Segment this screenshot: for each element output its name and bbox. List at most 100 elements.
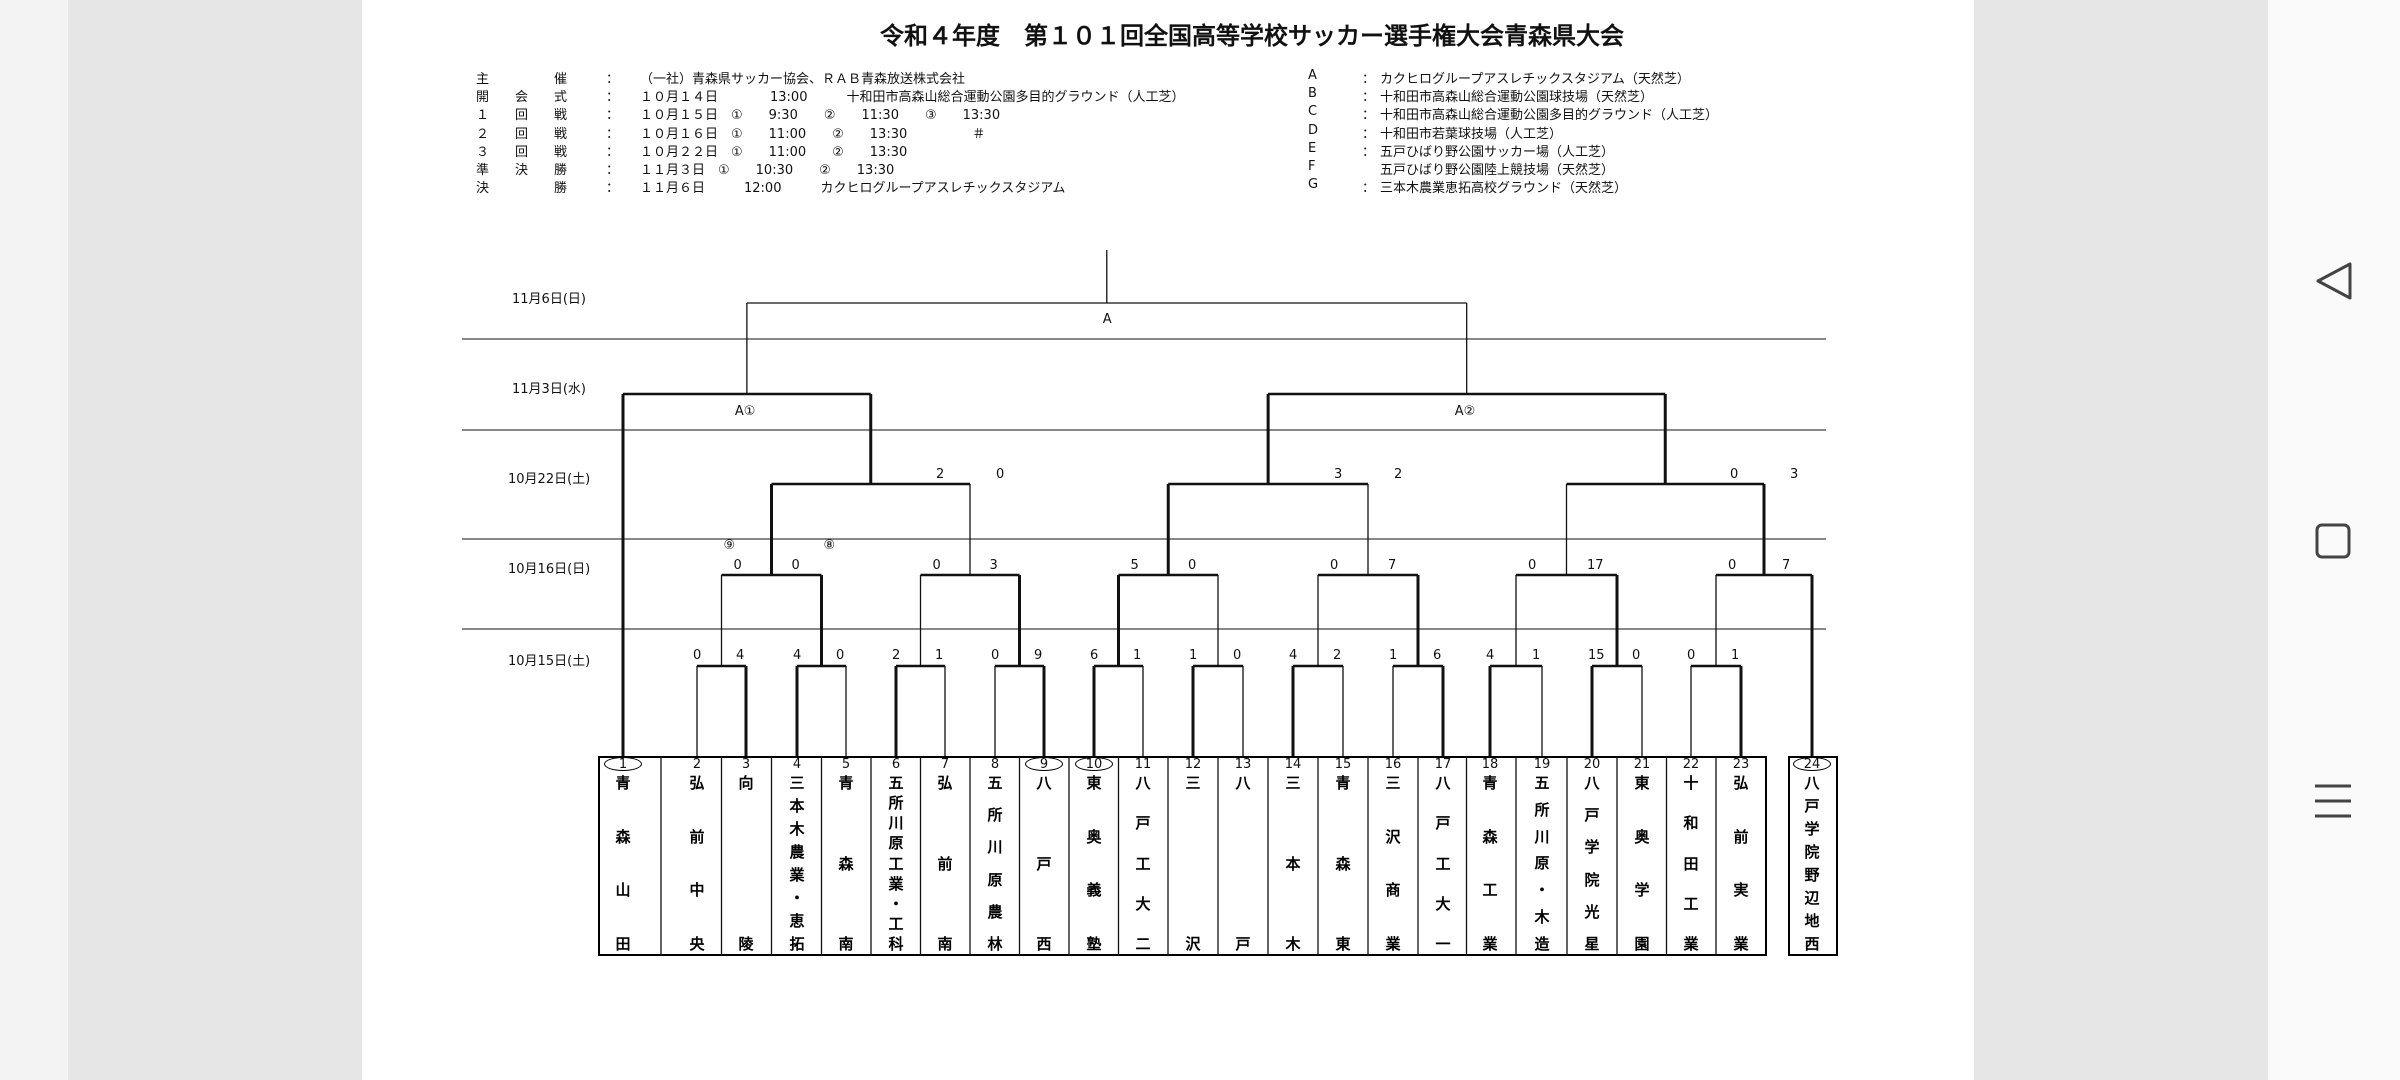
- match-label: A②: [1454, 404, 1476, 419]
- score-round1: 1: [1133, 648, 1142, 663]
- team-name[interactable]: 八戸工大一: [1418, 776, 1468, 952]
- team-name-char: 造: [1534, 934, 1550, 953]
- team-name-char: 青: [615, 774, 631, 792]
- score-round3: 0: [996, 467, 1005, 482]
- score-round2: 7: [1782, 558, 1791, 573]
- home-icon: [2315, 523, 2351, 559]
- team-number: 7: [940, 757, 950, 772]
- team-name-char: 辺: [1804, 889, 1820, 907]
- team-name-char: 奥: [1086, 827, 1102, 846]
- team-name-char: 三: [789, 774, 805, 792]
- team-name[interactable]: 弘前実業: [1716, 776, 1766, 952]
- venue-colon: ：: [1362, 90, 1376, 106]
- team-name-char: 原: [987, 870, 1003, 889]
- team-number: 22: [1682, 757, 1700, 772]
- score-round2: 7: [1388, 558, 1397, 573]
- seed-marker: [1793, 757, 1831, 771]
- schedule-value: １０月１４日 13:00 十和田市高森山総合運動公園多目的グラウンド（人工芝）: [640, 90, 1185, 106]
- team-name-char: 科: [888, 935, 904, 953]
- team-name[interactable]: 八戸西: [1019, 776, 1069, 952]
- venue-colon: ：: [1362, 108, 1376, 124]
- team-name[interactable]: 青森工業: [1465, 776, 1515, 952]
- team-name[interactable]: 弘前南: [920, 776, 970, 952]
- team-name-char: 星: [1584, 934, 1600, 953]
- team-name-char: 工: [1683, 894, 1699, 913]
- team-name[interactable]: 青森東: [1318, 776, 1368, 952]
- team-name-char: 塾: [1086, 934, 1102, 953]
- team-name[interactable]: 向陵: [721, 776, 771, 952]
- team-name-char: ・: [1534, 881, 1550, 900]
- team-name-char: 東: [1634, 774, 1650, 792]
- team-name[interactable]: 五所川原工業・工科: [871, 776, 921, 952]
- team-name-char: 農: [987, 902, 1003, 921]
- team-name-char: 本: [1285, 854, 1301, 873]
- score-round1: 0: [991, 648, 1000, 663]
- menu-button[interactable]: [2288, 756, 2378, 846]
- team-name-char: 弘: [1733, 774, 1749, 792]
- schedule-colon: ：: [606, 144, 620, 160]
- team-name[interactable]: 八戸: [1218, 776, 1268, 952]
- team-name[interactable]: 八戸学院野辺地西: [1787, 776, 1837, 952]
- team-name[interactable]: 八戸工大二: [1118, 776, 1168, 952]
- team-name[interactable]: 東奥学園: [1617, 776, 1667, 952]
- team-number: 13: [1234, 757, 1252, 772]
- schedule-value: （一社）青森県サッカー協会、ＲＡＢ青森放送株式会社: [640, 72, 966, 87]
- team-name[interactable]: 東奥義塾: [1069, 776, 1119, 952]
- team-name-char: 戸: [1435, 814, 1451, 833]
- team-name-char: 森: [615, 827, 631, 846]
- team-number: 4: [792, 757, 802, 772]
- score-round1: 4: [736, 648, 745, 663]
- score-round1: 1: [1731, 648, 1740, 663]
- venue-name: 五戸ひばり野公園サッカー場（人工芝）: [1380, 144, 1615, 160]
- score-round1: 1: [935, 648, 944, 663]
- score-round1: 6: [1433, 648, 1442, 663]
- home-button[interactable]: [2288, 496, 2378, 586]
- team-name[interactable]: 青森南: [821, 776, 871, 952]
- venue-colon: ：: [1362, 72, 1376, 87]
- team-name[interactable]: 五所川原農林: [970, 776, 1020, 952]
- team-name[interactable]: 三沢商業: [1368, 776, 1418, 952]
- team-name-char: 恵: [789, 912, 805, 930]
- team-name-char: 戸: [1235, 934, 1251, 953]
- score-round1: 6: [1090, 648, 1099, 663]
- match-label: A①: [734, 404, 756, 419]
- score-round1: 0: [1687, 648, 1696, 663]
- round-date: 10月15日(土): [508, 654, 591, 669]
- team-name-char: 三: [1385, 774, 1401, 792]
- team-number: 18: [1481, 757, 1499, 772]
- score-round2: 0: [1528, 558, 1537, 573]
- score-round1: 2: [1333, 648, 1342, 663]
- venue-code: A: [1308, 68, 1317, 83]
- team-name-char: 所: [888, 794, 904, 813]
- team-name-char: 学: [1584, 838, 1600, 857]
- team-name-char: 園: [1634, 934, 1650, 953]
- team-name[interactable]: 三本木: [1268, 776, 1318, 952]
- venue-colon: ：: [1362, 126, 1376, 142]
- team-name-char: 大: [1135, 894, 1151, 913]
- match-label: ⑨: [723, 538, 736, 553]
- back-button[interactable]: [2288, 236, 2378, 326]
- team-name-char: 五: [1534, 774, 1550, 792]
- team-name-char: 業: [789, 866, 805, 884]
- venue-code: D: [1308, 122, 1319, 138]
- schedule-colon: ：: [606, 126, 620, 142]
- team-name-char: 森: [1335, 854, 1351, 873]
- round-date: 11月6日(日): [512, 292, 586, 307]
- venue-name: 三本木農業恵拓高校グラウンド（天然芝）: [1380, 181, 1628, 197]
- team-name-char: 業: [1482, 934, 1498, 953]
- venue-colon: ：: [1362, 181, 1376, 197]
- team-name-char: 拓: [789, 935, 805, 953]
- team-name-char: 地: [1804, 912, 1820, 930]
- venue-code: G: [1308, 177, 1319, 193]
- team-name-char: 八: [1804, 774, 1820, 792]
- team-name[interactable]: 弘前中央: [672, 776, 722, 952]
- round-date: 11月3日(水): [512, 382, 586, 397]
- team-name[interactable]: 青森山田: [598, 776, 648, 952]
- team-name[interactable]: 十和田工業: [1666, 776, 1716, 952]
- team-name[interactable]: 三沢: [1168, 776, 1218, 952]
- team-name[interactable]: 八戸学院光星: [1567, 776, 1617, 952]
- team-name-char: 森: [1482, 827, 1498, 846]
- team-name[interactable]: 三本木農業・恵拓: [772, 776, 822, 952]
- team-name-char: 木: [789, 820, 805, 838]
- team-name[interactable]: 五所川原・木造: [1517, 776, 1567, 952]
